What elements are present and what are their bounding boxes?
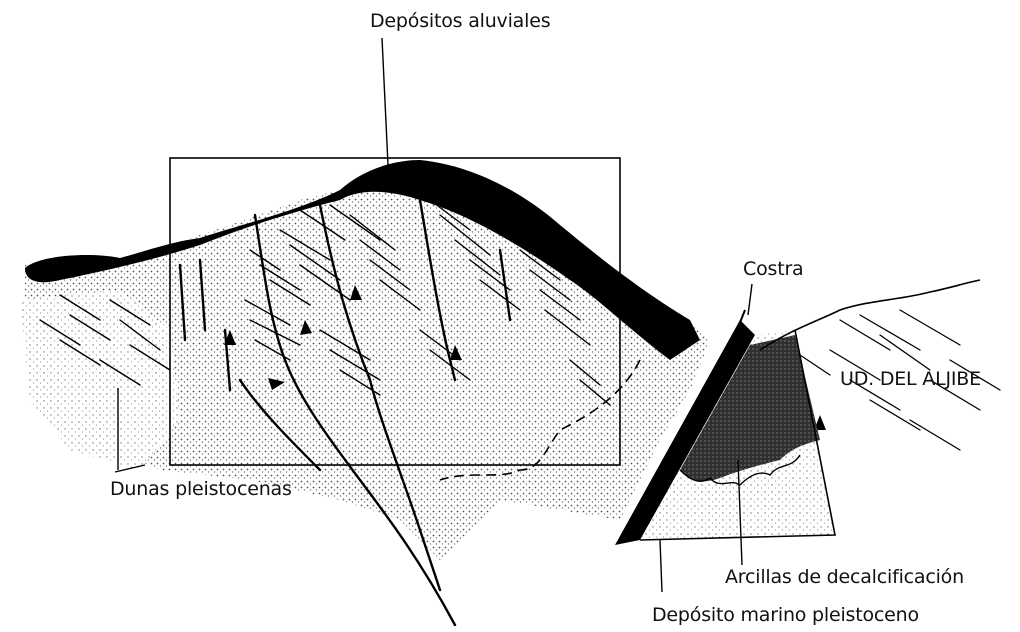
label-deposito-marino: Depósito marino pleistoceno (652, 604, 919, 626)
label-ud-del-aljibe: UD. DEL ALJIBE (840, 368, 981, 390)
label-costra: Costra (743, 258, 804, 280)
label-dunas-pleistocenas: Dunas pleistocenas (110, 478, 292, 500)
label-depositos-aluviales: Depósitos aluviales (370, 10, 550, 32)
label-arcillas-decalcificacion: Arcillas de decalcificación (725, 566, 964, 588)
